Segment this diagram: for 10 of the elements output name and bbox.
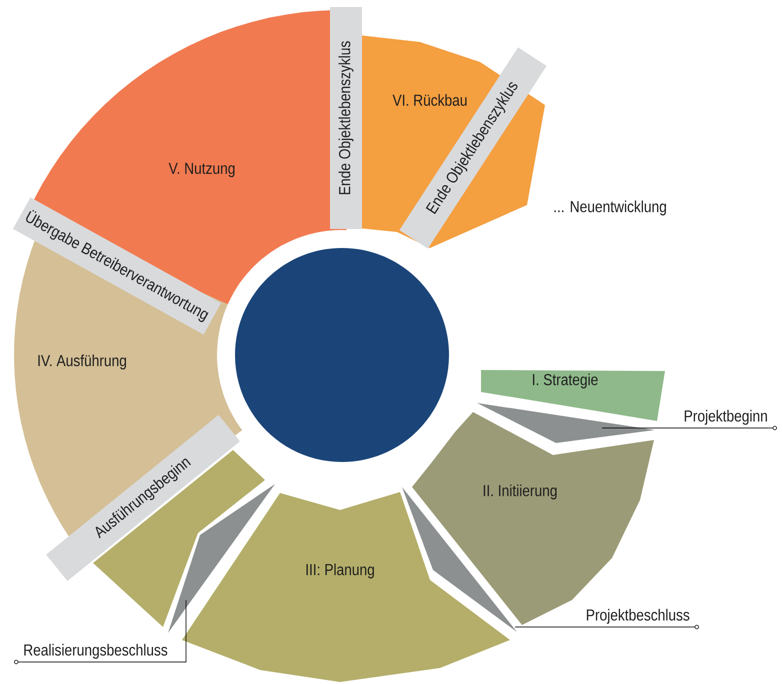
note-label: ... Neuentwicklung [554, 200, 666, 216]
center-circle [235, 248, 449, 462]
segment: I. Strategie [481, 370, 665, 421]
milestone-label: Realisierungsbeschluss [24, 644, 168, 659]
milestone-band: Ende Objektlebenszyklus [330, 6, 362, 229]
leader-line [514, 626, 690, 628]
milestone-label: Projektbeginn [684, 410, 767, 425]
segment [93, 450, 265, 627]
leader-line [22, 600, 186, 662]
milestone-wedge [477, 402, 655, 443]
